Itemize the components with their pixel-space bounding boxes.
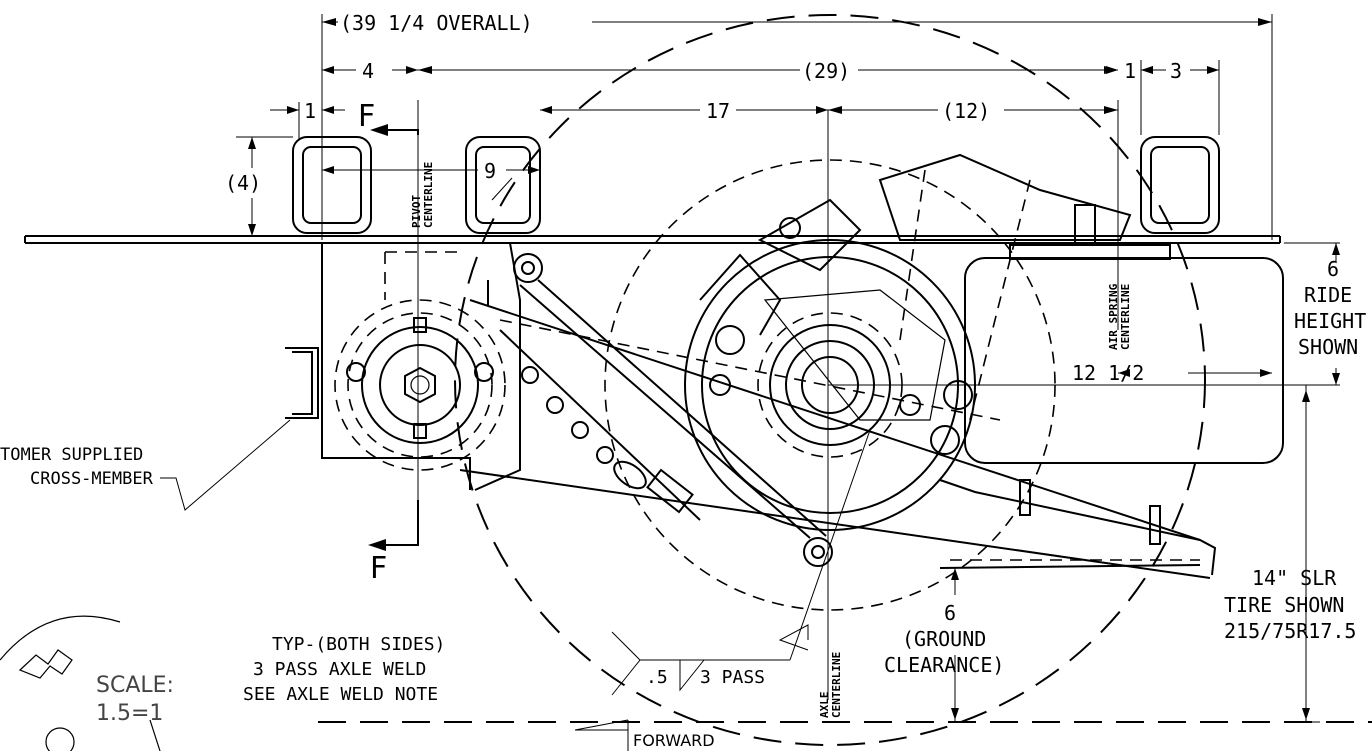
- pivot-centerline-label: PIVOT CENTERLINE: [410, 162, 435, 228]
- svg-text:PIVOT: PIVOT: [410, 195, 423, 228]
- air-spring-centerline-label: AIR SPRING CENTERLINE: [1107, 283, 1132, 350]
- forward-indicator: FORWARD: [574, 719, 715, 751]
- dimension-slr: [1290, 385, 1320, 723]
- cross-member-note: TOMER SUPPLIED CROSS-MEMBER: [0, 419, 291, 511]
- ride-height-line-1: 6: [1327, 257, 1339, 281]
- dim-one-right-label: 1: [1124, 59, 1136, 83]
- cross-member-tube-left: [292, 136, 372, 234]
- ground-clearance-line-3: CLEARANCE): [884, 653, 1004, 677]
- dim-29-label: (29): [802, 59, 850, 83]
- dim-nine-label: 9: [484, 159, 496, 183]
- dim-twelve-half-label: 12 1/2: [1072, 361, 1144, 385]
- dimension-twenty-nine: (29): [418, 59, 1118, 83]
- hanger-bracket: [285, 242, 521, 491]
- dim-four-label: 4: [362, 59, 374, 83]
- ride-height-line-2: RIDE: [1304, 283, 1352, 307]
- cross-member-tube-right: [1140, 136, 1220, 234]
- svg-text:CENTERLINE: CENTERLINE: [1119, 284, 1132, 350]
- dimension-ground-clearance: 6 (GROUND CLEARANCE): [884, 567, 1004, 722]
- tire-note: 14" SLR TIRE SHOWN 215/75R17.5: [1224, 566, 1356, 643]
- cross-member-line-1: TOMER SUPPLIED: [0, 445, 143, 465]
- dimension-nine: 9: [322, 159, 540, 201]
- section-f-bottom-label: F: [370, 551, 387, 586]
- dim-seventeen-label: 17: [706, 99, 730, 123]
- dim-one-left-label: 1: [304, 99, 316, 123]
- shock-absorber: [499, 253, 833, 567]
- scale-detail: SCALE: 1.5=1: [0, 615, 174, 751]
- section-f-top-label: F: [358, 99, 375, 134]
- svg-text:CENTERLINE: CENTERLINE: [422, 162, 435, 228]
- scale-value: 1.5=1: [96, 701, 163, 726]
- weld-symbol-pass: 3 PASS: [700, 667, 765, 688]
- cross-member-tube-center: [465, 136, 541, 234]
- dimension-twelve-half: 12 1/2: [1072, 361, 1272, 385]
- dimension-ride-height: 6 RIDE HEIGHT SHOWN: [1284, 242, 1366, 386]
- svg-text:CENTERLINE: CENTERLINE: [830, 652, 843, 718]
- ground-clearance-line-2: (GROUND: [902, 627, 986, 651]
- axle-brake-assembly: [684, 198, 976, 531]
- air-spring: [878, 153, 1284, 464]
- dimension-seventeen: 17: [540, 99, 828, 123]
- ride-height-line-3: HEIGHT: [1294, 309, 1366, 333]
- dim-overall-label: (39 1/4 OVERALL): [340, 11, 533, 35]
- tire-note-line-2: TIRE SHOWN: [1224, 593, 1344, 617]
- ground-clearance-line-1: 6: [944, 601, 956, 625]
- weld-symbol-size: .5: [646, 667, 668, 688]
- dimension-overall: (39 1/4 OVERALL): [321, 11, 1273, 240]
- ride-height-line-4: SHOWN: [1298, 335, 1358, 359]
- pivot-bushing: [334, 299, 506, 471]
- dim-four-vertical-label: (4): [225, 171, 261, 195]
- axle-centerline-label: AXLE CENTERLINE: [818, 652, 843, 718]
- dimension-twelve: (12): [828, 99, 1118, 123]
- dimension-one-left: 1: [270, 99, 345, 140]
- dim-three-label: 3: [1170, 59, 1182, 83]
- weld-note-line-3: SEE AXLE WELD NOTE: [243, 684, 438, 705]
- cross-member-line-2: CROSS-MEMBER: [30, 469, 154, 489]
- dim-twelve-label: (12): [942, 99, 990, 123]
- section-marker-top: F: [358, 99, 419, 136]
- scale-label: SCALE:: [96, 673, 174, 698]
- weld-note-line-2: 3 PASS AXLE WELD: [253, 659, 426, 680]
- svg-text:AXLE: AXLE: [818, 692, 831, 719]
- forward-label: FORWARD: [633, 731, 715, 750]
- section-marker-bottom: F: [368, 500, 419, 586]
- tire-note-line-3: 215/75R17.5: [1224, 619, 1356, 643]
- svg-text:AIR SPRING: AIR SPRING: [1107, 283, 1120, 350]
- trailing-arm: [459, 299, 1217, 579]
- tire-note-line-1: 14" SLR: [1252, 566, 1337, 590]
- weld-note: TYP-(BOTH SIDES) 3 PASS AXLE WELD SEE AX…: [243, 429, 871, 705]
- weld-note-line-1: TYP-(BOTH SIDES): [272, 634, 445, 655]
- dimension-four: 4: [322, 59, 418, 83]
- dimension-three: 3: [1141, 59, 1220, 135]
- dimension-four-vertical: (4): [225, 136, 293, 236]
